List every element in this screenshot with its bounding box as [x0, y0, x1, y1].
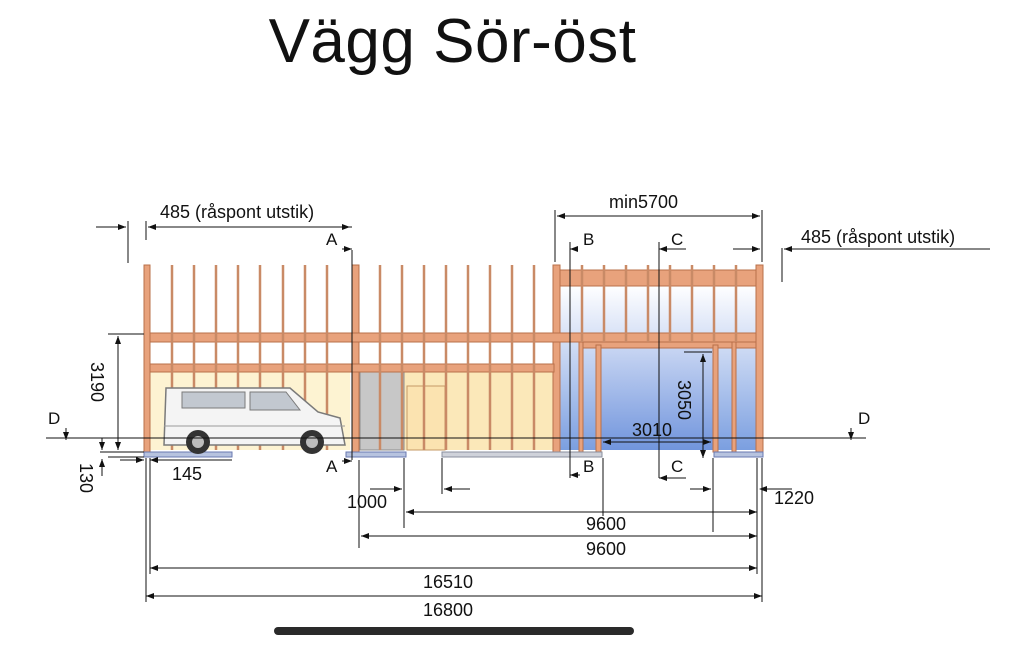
section-marker-c-top: C: [671, 230, 683, 249]
dim-height-door: 3050: [674, 380, 694, 420]
dim-total-inner: 16510: [423, 572, 473, 592]
section-marker-c-bottom: C: [671, 457, 683, 476]
drawing-title: Vägg Sör-öst: [268, 7, 637, 76]
dim-total: 16800: [423, 600, 473, 620]
home-indicator-bar[interactable]: [274, 627, 634, 635]
dim-span-1: 9600: [586, 514, 626, 534]
van-illustration: [163, 387, 346, 454]
dim-offset-1000: 1000: [347, 492, 387, 512]
section-marker-a-top: A: [326, 230, 338, 249]
inner-door-panel: [406, 385, 446, 451]
dim-min-width: min5700: [609, 192, 678, 212]
section-marker-b-bottom: B: [583, 457, 594, 476]
section-marker-a-bottom: A: [326, 457, 338, 476]
arrowheads: [63, 213, 854, 599]
dim-offset-left: 145: [172, 464, 202, 484]
grey-door-panel: [359, 371, 405, 451]
dim-overhang-left: 485 (råspont utstik): [160, 202, 314, 222]
dim-offset-1220: 1220: [774, 488, 814, 508]
section-marker-b-top: B: [583, 230, 594, 249]
dim-overhang-right: 485 (råspont utstik): [801, 227, 955, 247]
foundation: [143, 451, 764, 458]
section-marker-d-right: D: [858, 409, 870, 428]
dim-span-2: 9600: [586, 539, 626, 559]
section-marker-d-left: D: [48, 409, 60, 428]
studs: [170, 265, 738, 450]
dim-door-width: 3010: [632, 420, 672, 440]
dim-base-height: 130: [76, 463, 96, 493]
garage-door: [601, 345, 713, 450]
dim-height-left: 3190: [87, 362, 107, 402]
